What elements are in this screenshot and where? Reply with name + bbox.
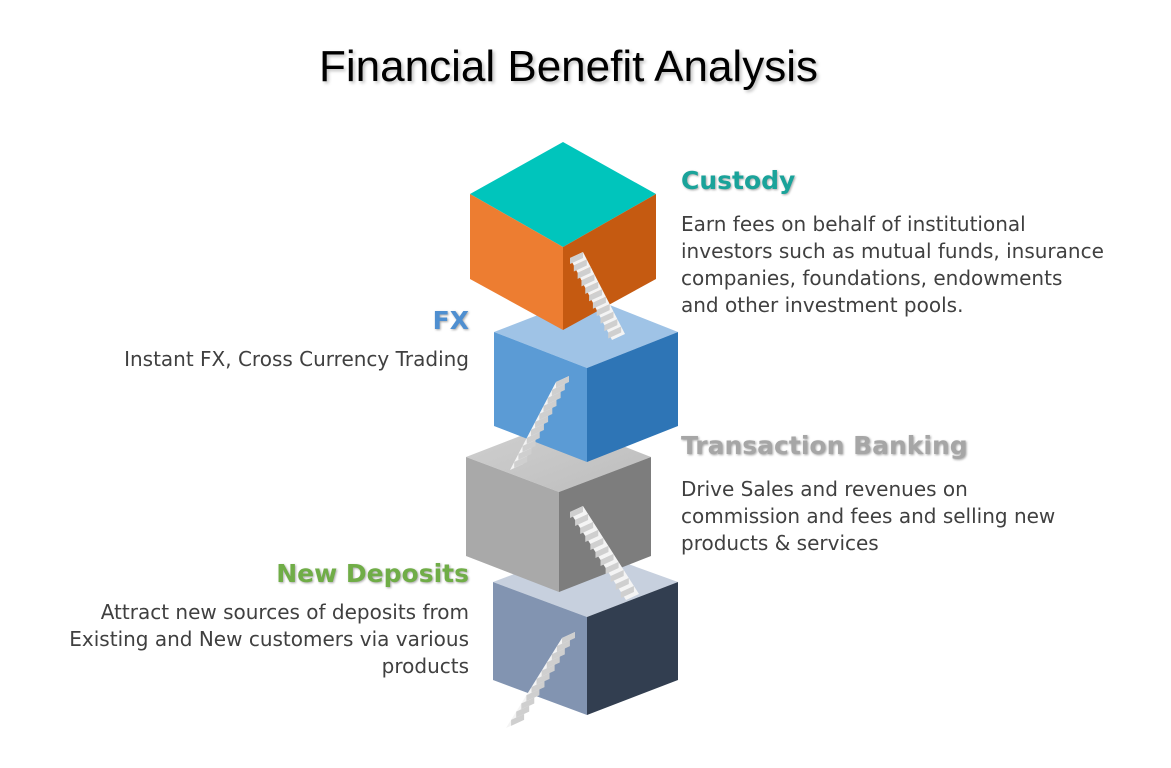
stair-riser [556, 376, 569, 388]
stair-riser [521, 697, 535, 710]
stair-riser [516, 705, 530, 718]
stair-riser [575, 514, 589, 526]
stair-riser [526, 689, 540, 702]
deposits-line: products [381, 654, 469, 678]
page-title: Financial Benefit Analysis [319, 42, 818, 91]
stair-riser [536, 672, 550, 685]
fx-heading: FX [433, 306, 469, 335]
cube-transaction-banking [466, 421, 651, 592]
staircase-1 [570, 252, 625, 340]
new-deposits-heading-text: New Deposits [276, 559, 469, 588]
new-deposits-description: Attract new sources of deposits from Exi… [69, 599, 469, 680]
stair-riser [547, 392, 561, 404]
stair-riser [600, 554, 614, 566]
cube-new-deposits [493, 548, 678, 715]
stair-riser [610, 570, 624, 582]
stair-riser [592, 296, 606, 309]
stair-riser [585, 281, 599, 294]
stair-riser [514, 456, 528, 468]
stair-riser [518, 448, 532, 460]
stair-riser [556, 640, 570, 653]
staircase-4 [506, 632, 575, 728]
custody-line: companies, foundations, endowments [681, 266, 1063, 290]
stair-riser [608, 326, 622, 339]
stair-riser [590, 538, 604, 550]
stair-riser [522, 440, 536, 452]
stair-riser [581, 274, 595, 287]
cube-custody [470, 142, 656, 330]
fx-heading-text: FX [432, 306, 469, 335]
stair-riser [577, 266, 591, 279]
custody-line: and other investment pools. [681, 293, 964, 317]
transaction-banking-heading-text: Transaction Banking [681, 431, 968, 460]
stair-riser [546, 656, 560, 669]
transaction-line: Drive Sales and revenues on [681, 477, 968, 501]
stair-riser [535, 416, 549, 428]
stair-riser [604, 319, 618, 332]
new-deposits-heading: New Deposits [276, 559, 469, 588]
fx-line: Instant FX, Cross Currency Trading [124, 347, 469, 371]
stair-riser [551, 648, 565, 661]
transaction-banking-heading: Transaction Banking [681, 431, 968, 460]
deposits-line: Attract new sources of deposits from [100, 600, 469, 624]
stair-riser [530, 424, 544, 436]
transaction-line: commission and fees and selling new [681, 504, 1056, 528]
transaction-line: products & services [681, 531, 879, 555]
stair-riser [620, 586, 634, 598]
stair-riser [531, 681, 545, 694]
stair-riser [570, 506, 583, 518]
stair-riser [580, 522, 594, 534]
stair-riser [543, 400, 557, 412]
staircase-3 [570, 506, 639, 600]
stair-riser [605, 562, 619, 574]
stair-riser [539, 408, 553, 420]
stair-riser [615, 578, 629, 590]
fx-description: Instant FX, Cross Currency Trading [124, 346, 469, 373]
stair-riser [600, 311, 614, 324]
custody-description: Earn fees on behalf of institutional inv… [681, 211, 1104, 319]
custody-heading-text: Custody [681, 166, 796, 195]
custody-line: investors such as mutual funds, insuranc… [681, 239, 1104, 263]
stair-riser [589, 289, 603, 302]
stair-riser [541, 664, 555, 677]
stair-riser [595, 546, 609, 558]
custody-line: Earn fees on behalf of institutional [681, 212, 1026, 236]
staircase-2 [510, 376, 569, 470]
deposits-line: Existing and New customers via various [69, 627, 469, 651]
cube-fx [494, 296, 678, 462]
stair-riser [585, 530, 599, 542]
transaction-banking-description: Drive Sales and revenues on commission a… [681, 476, 1055, 557]
stair-riser [596, 304, 610, 317]
stair-riser [526, 432, 540, 444]
stair-riser [562, 632, 575, 644]
stair-riser [511, 713, 525, 726]
stair-riser [570, 252, 583, 264]
custody-heading: Custody [681, 166, 795, 195]
stair-riser [573, 259, 587, 272]
stair-riser [551, 384, 565, 396]
